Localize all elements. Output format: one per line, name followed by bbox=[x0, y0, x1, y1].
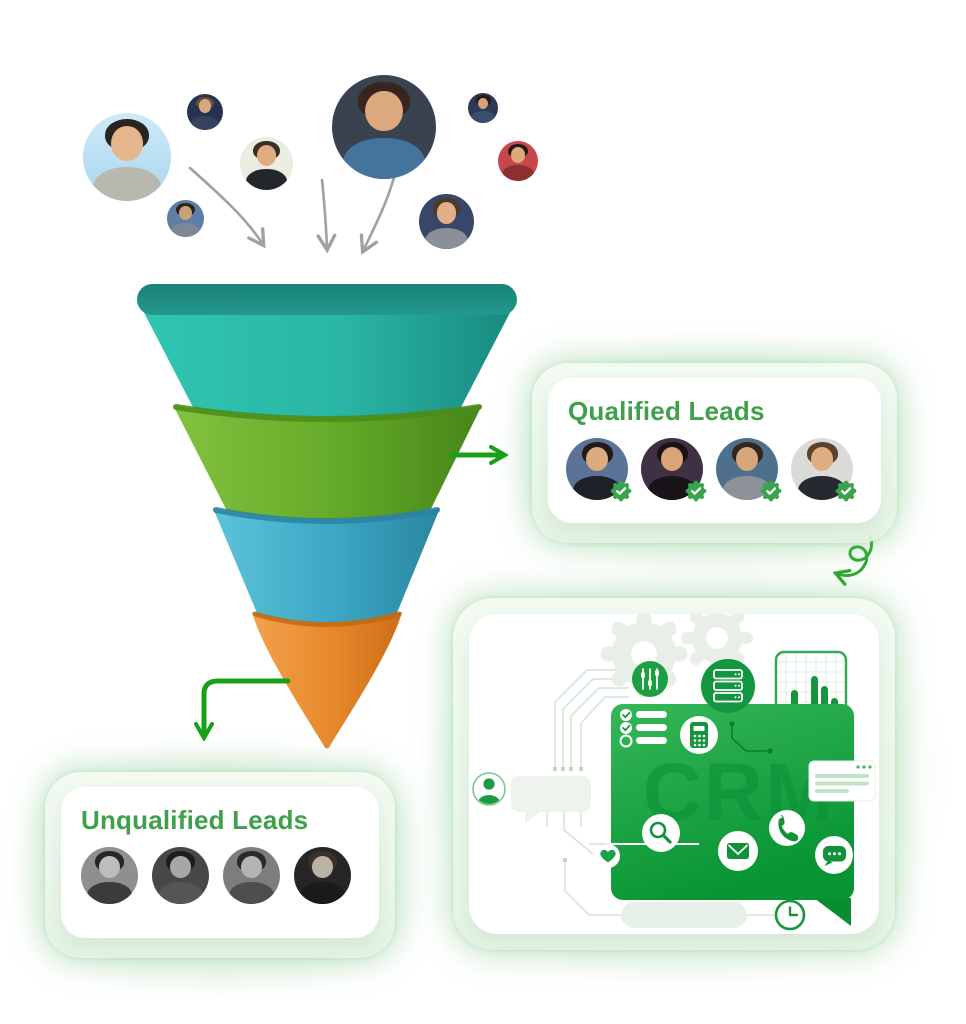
browser-window-icon bbox=[808, 760, 876, 802]
check-seal-icon bbox=[610, 480, 632, 502]
qualified-leads-card-inner: Qualified Leads bbox=[548, 378, 881, 523]
progress-pill bbox=[621, 902, 747, 928]
qualified-avatar-4 bbox=[791, 438, 857, 502]
search-icon bbox=[642, 814, 680, 852]
server-icon bbox=[701, 659, 755, 713]
qualified-avatars-row bbox=[566, 438, 881, 502]
lead-avatar-5 bbox=[468, 93, 498, 123]
qualified-leads-card: Qualified Leads bbox=[532, 363, 897, 543]
unqualified-avatar-1 bbox=[81, 847, 138, 904]
incoming-arrow-left bbox=[188, 166, 262, 243]
unqualified-arrow bbox=[204, 678, 291, 735]
incoming-arrow-middle bbox=[322, 178, 327, 247]
heart-icon bbox=[596, 844, 620, 868]
check-seal-icon bbox=[685, 480, 707, 502]
lead-avatar-4 bbox=[332, 75, 436, 179]
unqualified-avatar-3 bbox=[223, 847, 280, 904]
funnel-stage-4 bbox=[252, 611, 402, 749]
check-seal-icon bbox=[760, 480, 782, 502]
funnel-stage-1 bbox=[137, 299, 517, 428]
circuit-lines bbox=[546, 669, 774, 916]
sliders-icon bbox=[632, 661, 668, 697]
funnel-mouth bbox=[137, 284, 517, 315]
qualified-leads-title: Qualified Leads bbox=[568, 396, 765, 426]
mail-icon bbox=[718, 831, 758, 871]
user-icon bbox=[472, 772, 506, 806]
lead-avatar-2 bbox=[187, 94, 223, 130]
checklist-icon bbox=[619, 709, 667, 748]
speech-bubble-icon bbox=[511, 776, 591, 824]
clock-icon bbox=[774, 899, 806, 931]
phone-icon bbox=[769, 810, 805, 846]
unqualified-leads-card: Unqualified Leads bbox=[45, 772, 395, 958]
qualified-avatar-3 bbox=[716, 438, 782, 502]
incoming-arrows bbox=[188, 161, 400, 249]
calculator-icon bbox=[680, 716, 718, 754]
incoming-arrow-right bbox=[364, 161, 400, 249]
unqualified-leads-card-inner: Unqualified Leads bbox=[61, 787, 379, 938]
gear-icon bbox=[681, 614, 753, 674]
unqualified-avatar-4 bbox=[294, 847, 351, 904]
funnel-stage-2 bbox=[173, 404, 482, 529]
lead-avatar-8 bbox=[167, 200, 204, 237]
unqualified-avatars-row bbox=[81, 847, 379, 904]
lead-avatar-3 bbox=[240, 137, 293, 190]
unqualified-leads-title: Unqualified Leads bbox=[81, 805, 309, 835]
check-seal-icon bbox=[835, 480, 857, 502]
lead-avatar-6 bbox=[498, 141, 538, 181]
connector-dots bbox=[729, 721, 773, 754]
lead-avatar-1 bbox=[83, 113, 171, 201]
unqualified-avatar-2 bbox=[152, 847, 209, 904]
crm-card-inner: CRM bbox=[469, 614, 879, 934]
qualified-avatar-2 bbox=[641, 438, 707, 502]
chat-icon bbox=[815, 836, 853, 874]
qualified-avatar-1 bbox=[566, 438, 632, 502]
lead-avatar-7 bbox=[419, 194, 474, 249]
crm-card: CRM bbox=[453, 598, 895, 950]
funnel-stage-3 bbox=[213, 507, 440, 636]
crm-illustration: CRM bbox=[472, 614, 876, 931]
